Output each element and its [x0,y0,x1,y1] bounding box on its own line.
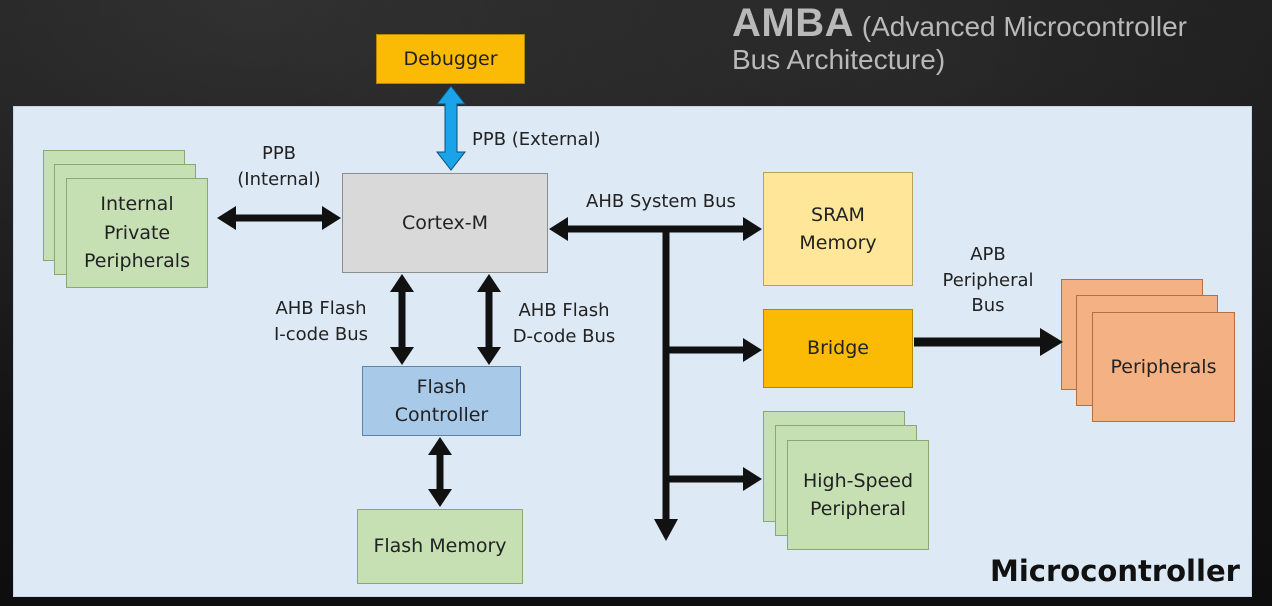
icode-bus-arrow [390,274,414,365]
title-expansion-line2: Bus Architecture) [732,44,946,75]
dcode-bus-arrow [477,274,501,365]
title-expansion-line1: (Advanced Microcontroller [861,11,1188,42]
flash-memory-block: Flash Memory [357,509,523,584]
sram-block: SRAM Memory [763,172,913,286]
ahb-system-bus-arrow [549,217,762,541]
high-speed-peripheral-block: High-Speed Peripheral [787,440,929,550]
dcode-bus-label: AHB Flash D-code Bus [512,300,616,347]
page-title: AMBA (Advanced Microcontroller Bus Archi… [732,0,1187,76]
ppb-external-arrow [435,85,467,171]
flash-memory-arrow [428,437,452,507]
bridge-block: Bridge [763,309,913,388]
apb-bus-arrow [914,328,1063,356]
internal-peripherals-block: Internal Private Peripherals [66,178,208,288]
icode-bus-label: AHB Flash I-code Bus [273,298,369,345]
ppb-internal-arrow [217,206,341,230]
microcontroller-label: Microcontroller [990,554,1240,588]
peripherals-block: Peripherals [1092,312,1235,422]
debugger-block: Debugger [376,34,525,84]
cortex-m-block: Cortex-M [342,173,548,273]
title-acronym: AMBA [732,1,854,45]
ppb-external-label: PPB (External) [472,129,601,150]
ahb-system-bus-label: AHB System Bus [586,191,736,212]
ppb-internal-label: PPB (Internal) [237,143,321,190]
flash-controller-block: Flash Controller [362,366,521,436]
apb-bus-label: APB Peripheral Bus [942,244,1034,317]
